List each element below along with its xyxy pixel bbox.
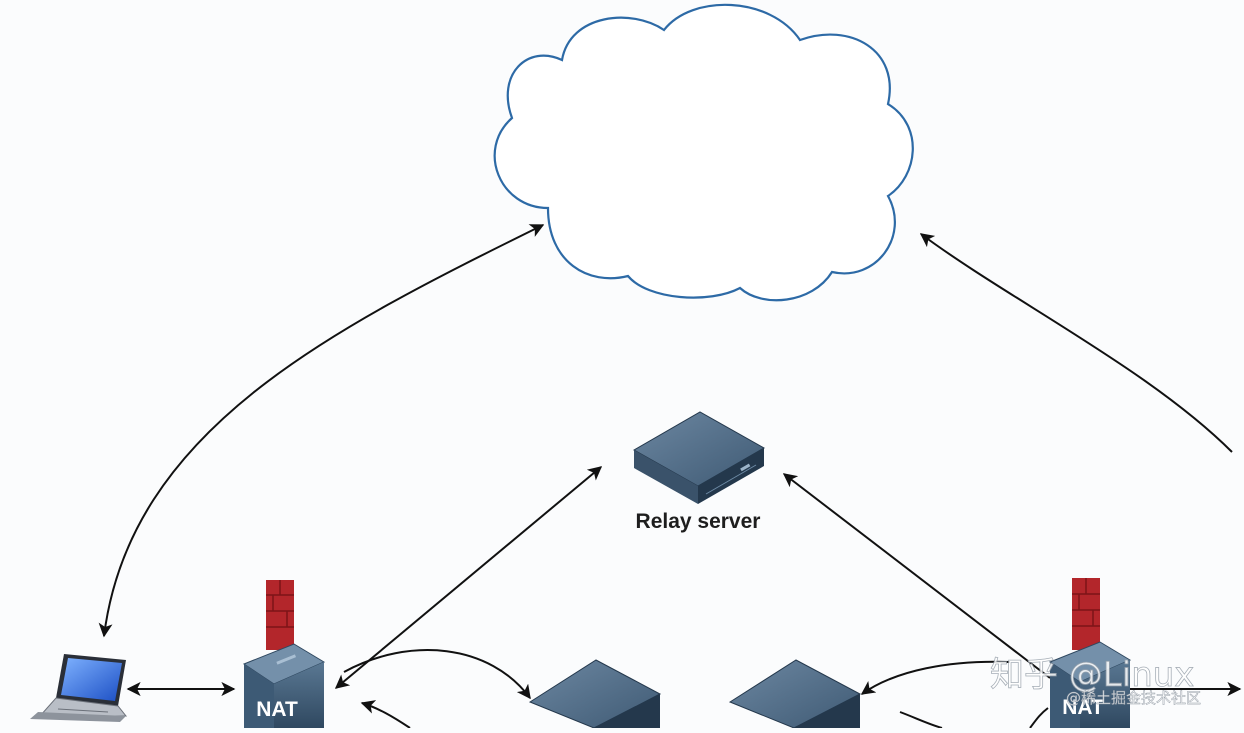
arrow-relay-nat-right bbox=[782, 473, 1051, 679]
arrow-cloud-right bbox=[919, 233, 1233, 453]
arrow-nat-left-to-router bbox=[343, 649, 531, 700]
laptop-icon bbox=[30, 654, 128, 722]
router-left-icon bbox=[528, 659, 662, 729]
nat-right-label: NAT bbox=[1062, 696, 1104, 719]
router-right-icon bbox=[728, 659, 862, 729]
arrow-nat-right-to-router bbox=[860, 660, 1011, 695]
relay-server-label: Relay server bbox=[636, 510, 761, 533]
nat-right-icon bbox=[1048, 578, 1132, 728]
relay-server-icon bbox=[632, 411, 766, 504]
firewall-left-icon bbox=[266, 580, 294, 650]
arrow-router-right-out bbox=[899, 711, 943, 729]
watermark-sub: @稀土掘金技术社区 bbox=[1066, 689, 1201, 707]
arrow-nat-right-down bbox=[1029, 707, 1049, 729]
internet-cloud bbox=[493, 3, 914, 302]
watermark-main: 知乎 @Linux bbox=[990, 655, 1194, 695]
arrow-laptop-cloud bbox=[98, 224, 545, 638]
arrow-nat-relay-left bbox=[334, 466, 603, 689]
arrow-router-to-nat-left bbox=[360, 700, 411, 729]
nat-left-icon bbox=[242, 580, 326, 728]
firewall-right-icon bbox=[1072, 578, 1100, 650]
nat-left-label: NAT bbox=[256, 698, 298, 721]
